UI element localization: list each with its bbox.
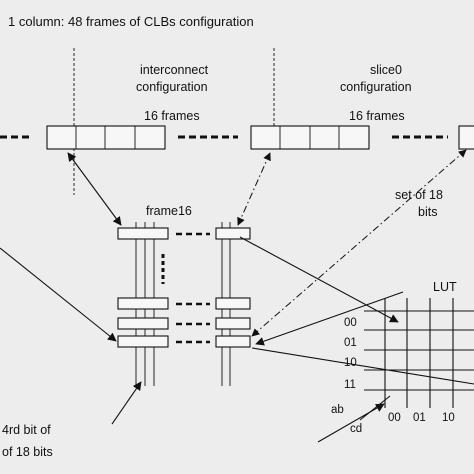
lut-to-bit-arrow	[255, 291, 404, 346]
lut-row-11: 11	[344, 379, 356, 391]
lut-row-01: 01	[344, 337, 357, 349]
lut-col-00: 00	[388, 412, 401, 424]
lut-corner-arrow	[317, 403, 385, 443]
bit-to-lut-arrow	[239, 236, 399, 323]
bit-label-line2: of 18 bits	[2, 445, 53, 459]
lut-title: LUT	[433, 280, 457, 294]
bit-row-3	[117, 317, 251, 330]
lut-row-10: 10	[344, 357, 357, 369]
interconnect-frames-label: 16 frames	[144, 109, 200, 123]
interconnect-label: interconnect	[140, 63, 209, 77]
bit-row-1	[117, 227, 251, 240]
bit-row-4	[117, 335, 251, 348]
interconnect-config-label: configuration	[136, 80, 208, 94]
interconnect-frame-block	[46, 125, 166, 150]
lut-col-10: 10	[442, 412, 455, 424]
lut-grid	[359, 298, 474, 421]
bit-row-2	[117, 297, 251, 310]
bit-pointer-arrow	[111, 381, 142, 425]
left-edge-arrow	[0, 247, 117, 342]
slice0-to-frame-arrow	[237, 152, 271, 226]
lut-col-axis-label: cd	[350, 423, 362, 435]
bit-to-lut-line	[251, 347, 474, 385]
slice0-config-label: configuration	[340, 80, 412, 94]
lut-row-00: 00	[344, 317, 357, 329]
frame16-label: frame16	[146, 204, 192, 218]
diagram-title: 1 column: 48 frames of CLBs configuratio…	[8, 14, 254, 29]
bit-label-line1: 4rd bit of	[2, 423, 51, 437]
lut-col-01: 01	[413, 412, 426, 424]
lut-row-axis-label: ab	[331, 404, 344, 416]
set-label-line1: set of 18	[395, 188, 443, 202]
set-label-line2: bits	[418, 205, 437, 219]
next-frame-block	[458, 125, 474, 150]
interconnect-to-frame-arrow	[67, 152, 122, 226]
slice0-frames-label: 16 frames	[349, 109, 405, 123]
set-of-bits-arrow	[251, 149, 467, 337]
slice0-label: slice0	[370, 63, 402, 77]
slice0-frame-block	[250, 125, 370, 150]
